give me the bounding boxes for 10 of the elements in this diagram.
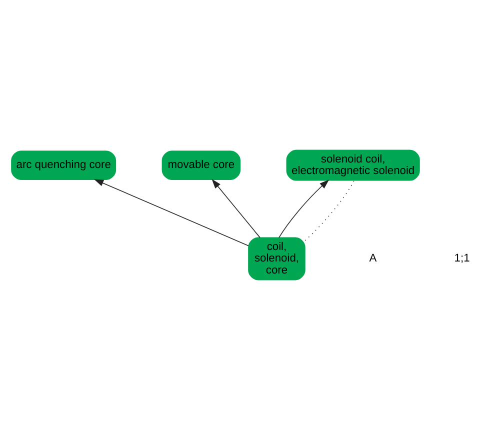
node-box: arc quenching core [11, 150, 116, 180]
arrow [278, 180, 330, 238]
label: A [369, 252, 377, 265]
connector [304, 180, 354, 241]
arrow [94, 179, 249, 246]
node-box: coil, solenoid, core [248, 237, 306, 280]
arrow [212, 178, 260, 238]
label: 1;1 [454, 252, 470, 265]
node-box: movable core [162, 150, 241, 180]
node-box: solenoid coil, electromagnetic solenoid [286, 150, 420, 181]
